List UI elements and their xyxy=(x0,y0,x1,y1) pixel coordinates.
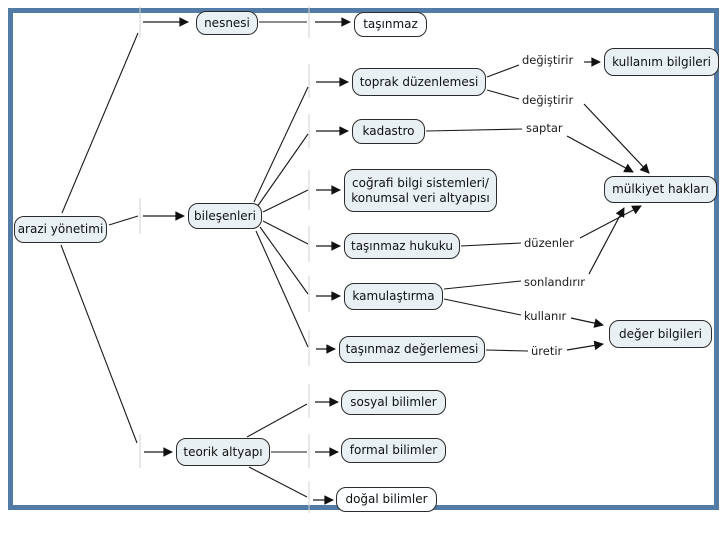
edge-label-uretir: üretir xyxy=(531,344,563,358)
edge-label-duzenler: düzenler xyxy=(524,236,574,250)
node-sosyal-bilimler: sosyal bilimler xyxy=(341,390,446,415)
edge-label-kullanir: kullanır xyxy=(524,309,567,323)
node-toprak-duzenlemesi: toprak düzenlemesi xyxy=(352,68,486,96)
node-kadastro: kadastro xyxy=(352,119,425,144)
node-tasinmaz: taşınmaz xyxy=(354,12,427,37)
node-formal-bilimler: formal bilimler xyxy=(341,438,446,463)
edge-arrows xyxy=(143,17,650,505)
node-tasinmaz-hukuku: taşınmaz hukuku xyxy=(344,233,460,259)
node-bilesenleri: bileşenleri xyxy=(188,203,262,229)
node-cbs-line1: coğrafi bilgi sistemleri/ xyxy=(352,175,489,190)
edge-label-degistirir-2: değiştirir xyxy=(522,93,574,107)
node-tasinmaz-degerlemesi: taşınmaz değerlemesi xyxy=(339,336,485,363)
node-teorik-altyapi: teorik altyapı xyxy=(176,438,270,466)
node-kullanim-bilgileri: kullanım bilgileri xyxy=(604,48,719,76)
node-dogal-bilimler: doğal bilimler xyxy=(336,487,437,512)
node-deger-bilgileri: değer bilgileri xyxy=(609,320,712,348)
node-nesnesi: nesnesi xyxy=(196,11,258,35)
node-cbs-line2: konumsal veri altyapısı xyxy=(351,190,490,205)
node-kamulastirma: kamulaştırma xyxy=(344,283,443,310)
edge-label-sonlandirir: sonlandırır xyxy=(524,275,585,289)
edge-label-saptar: saptar xyxy=(526,121,563,135)
node-arazi-yonetimi: arazi yönetimi xyxy=(14,216,107,243)
edge-segments xyxy=(60,21,529,498)
junction-ticks xyxy=(139,6,310,513)
node-mulkiyet-haklari: mülkiyet hakları xyxy=(604,176,717,203)
edge-label-degistirir-1: değiştirir xyxy=(522,53,574,67)
node-cbs: coğrafi bilgi sistemleri/ konumsal veri … xyxy=(344,169,497,212)
